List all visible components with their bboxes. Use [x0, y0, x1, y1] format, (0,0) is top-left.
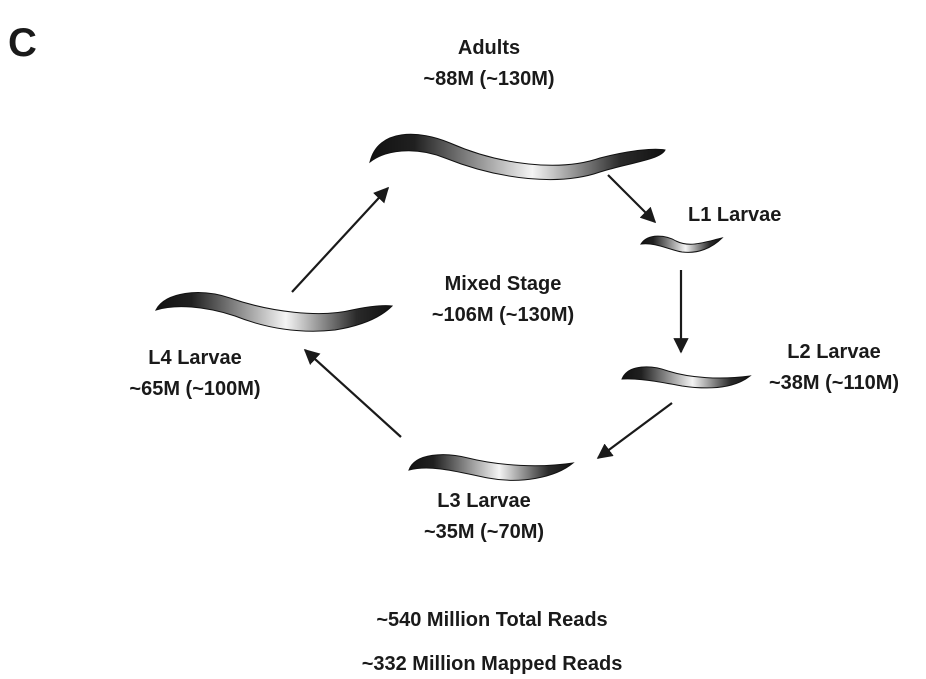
adult-worm-icon: [369, 133, 666, 181]
l2-label: L2 Larvae: [787, 341, 880, 363]
arrow-l4-to-adults: [291, 186, 390, 293]
l4-larva-icon: [155, 292, 394, 332]
arrow-adults-to-l1: [607, 174, 657, 224]
l2-reads: ~38M (~110M): [769, 372, 899, 394]
l3-reads: ~35M (~70M): [424, 521, 544, 543]
total-reads: ~540 Million Total Reads: [376, 609, 607, 631]
mixed-stage-label: Mixed Stage: [445, 273, 562, 295]
l1-label: L1 Larvae: [688, 204, 781, 226]
l3-larva-icon: [408, 454, 575, 481]
l2-larva-icon: [621, 366, 752, 389]
mixed-stage-reads: ~106M (~130M): [432, 304, 574, 326]
adults-reads: ~88M (~130M): [423, 68, 554, 90]
l3-label: L3 Larvae: [437, 490, 530, 512]
adults-label: Adults: [458, 37, 520, 59]
l4-label: L4 Larvae: [148, 347, 241, 369]
arrow-l3-to-l4: [303, 348, 402, 438]
mapped-reads: ~332 Million Mapped Reads: [362, 653, 623, 675]
l1-larva-icon: [639, 235, 724, 253]
panel-letter: C: [8, 21, 37, 65]
arrow-l2-to-l3: [596, 402, 673, 459]
l4-reads: ~65M (~100M): [129, 378, 260, 400]
